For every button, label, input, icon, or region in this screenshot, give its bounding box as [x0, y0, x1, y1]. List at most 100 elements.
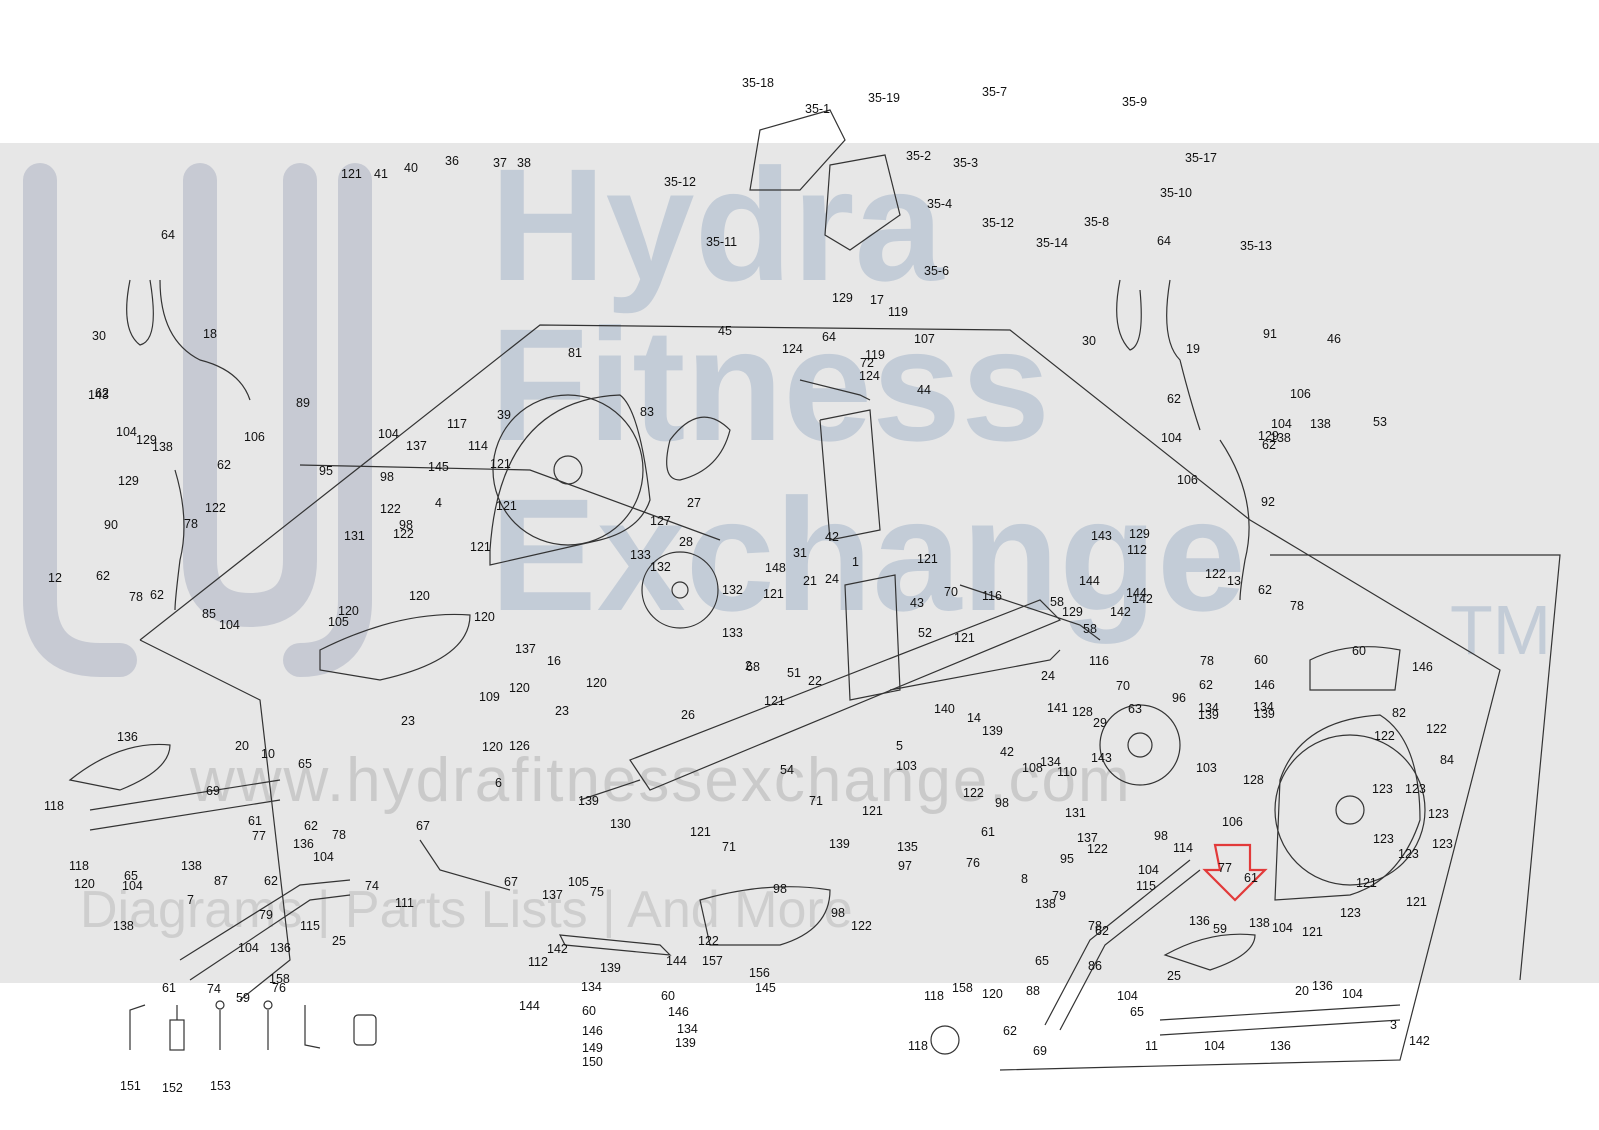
- part-label: 75: [590, 885, 604, 899]
- cover-96: [319, 613, 471, 681]
- part-label: 139: [675, 1036, 696, 1050]
- tool-screwdriver-icon: [169, 1019, 185, 1051]
- part-label: 120: [509, 681, 530, 695]
- part-label: 121: [690, 825, 711, 839]
- part-label: 5: [896, 739, 903, 753]
- part-label: 105: [568, 875, 589, 889]
- part-label: 118: [908, 1039, 928, 1053]
- pedal-arm-left: [89, 779, 281, 811]
- part-label: 121: [470, 540, 491, 554]
- part-label: 98: [995, 796, 1009, 810]
- pedal-arm-right: [1159, 1004, 1401, 1021]
- part-label: 134: [677, 1022, 698, 1036]
- part-label: 98: [831, 906, 845, 920]
- part-label: 62: [95, 386, 109, 400]
- part-label: 6: [495, 776, 502, 790]
- part-label: 138: [1035, 897, 1056, 911]
- part-label: 72: [860, 356, 874, 370]
- part-label: 122: [963, 786, 984, 800]
- part-label: 71: [722, 840, 736, 854]
- part-label: 98: [380, 470, 394, 484]
- part-label: 136: [117, 730, 138, 744]
- crank-arm: [959, 584, 1101, 641]
- part-label: 143: [88, 388, 109, 402]
- part-label: 129: [136, 433, 157, 447]
- part-label: 31: [793, 546, 807, 560]
- part-label: 103: [896, 759, 917, 773]
- part-label: 22: [808, 674, 822, 688]
- right-shroud: [1274, 714, 1421, 901]
- part-label: 78: [1290, 599, 1304, 613]
- part-label: 106: [1290, 387, 1311, 401]
- part-label: 121: [341, 167, 362, 181]
- part-label: 60: [1254, 653, 1268, 667]
- part-label: 82: [1392, 706, 1406, 720]
- part-label: 83: [640, 405, 654, 419]
- part-label: 64: [822, 330, 836, 344]
- part-label: 79: [259, 908, 273, 922]
- part-label: 118: [69, 859, 89, 873]
- part-label: 122: [380, 502, 401, 516]
- part-label: 122: [1426, 722, 1447, 736]
- part-label: 144: [666, 954, 687, 968]
- part-label: 117: [447, 417, 467, 431]
- part-label: 35-7: [982, 85, 1008, 99]
- part-label: 121: [954, 631, 975, 645]
- lower-arm-13: [1219, 439, 1250, 601]
- part-label: 139: [982, 724, 1003, 738]
- part-label: 46: [1327, 332, 1341, 346]
- part-label: 106: [1177, 473, 1198, 487]
- part-label: 62: [1199, 678, 1213, 692]
- part-label: 60: [582, 1004, 596, 1018]
- part-label: 104: [219, 618, 240, 632]
- part-label: 123: [1373, 832, 1394, 846]
- part-label: 19: [1186, 342, 1200, 356]
- part-label: 3: [1390, 1018, 1397, 1032]
- part-label: 114: [468, 439, 488, 453]
- part-label: 136: [270, 941, 291, 955]
- part-label: 95: [1060, 852, 1074, 866]
- part-label: 35-19: [868, 91, 900, 105]
- pedal-85: [68, 743, 171, 791]
- part-label: 61: [1244, 871, 1258, 885]
- part-label: 138: [181, 859, 202, 873]
- wheel-icon: [930, 1025, 960, 1055]
- part-label: 74: [207, 982, 221, 996]
- part-label: 16: [547, 654, 561, 668]
- part-label: 58: [1083, 622, 1097, 636]
- part-label: 123: [1340, 906, 1361, 920]
- part-label: 120: [482, 740, 503, 754]
- part-label: 35-1: [805, 102, 831, 116]
- part-label: 68: [746, 660, 760, 674]
- part-label: 137: [515, 642, 536, 656]
- frame-boundary-inner: [299, 464, 721, 541]
- part-label: 110: [1057, 765, 1077, 779]
- part-label: 39: [497, 408, 511, 422]
- part-label: 71: [809, 794, 823, 808]
- part-label: 45: [718, 324, 732, 338]
- part-label: 121: [1356, 876, 1377, 890]
- main-rail: [629, 599, 1062, 791]
- part-label: 121: [917, 552, 938, 566]
- part-label: 53: [1373, 415, 1387, 429]
- handlebar-30-right: [1116, 279, 1142, 351]
- part-label: 76: [966, 856, 980, 870]
- part-label: 24: [825, 572, 839, 586]
- part-label: 51: [787, 666, 801, 680]
- part-label: 59: [236, 991, 250, 1005]
- upright-post: [844, 574, 901, 701]
- part-label: 131: [344, 529, 365, 543]
- assembly-outlines: [68, 109, 1561, 1071]
- part-label: 52: [918, 626, 932, 640]
- part-label: 98: [1154, 829, 1168, 843]
- part-label: 37: [493, 156, 507, 170]
- part-label: 104: [1272, 921, 1293, 935]
- part-label: 30: [1082, 334, 1096, 348]
- part-label: 144: [1079, 574, 1100, 588]
- part-label: 27: [687, 496, 701, 510]
- part-label: 85: [202, 607, 216, 621]
- part-label: 143: [1091, 529, 1112, 543]
- part-label: 146: [1412, 660, 1433, 674]
- part-label: 65: [1130, 1005, 1144, 1019]
